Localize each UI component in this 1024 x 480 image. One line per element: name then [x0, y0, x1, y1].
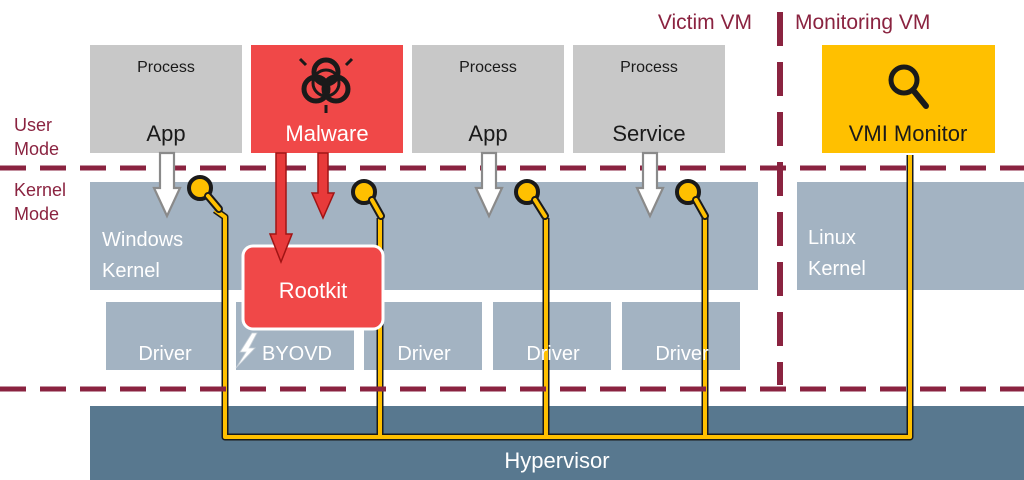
- process-label-app-1: App: [146, 121, 185, 146]
- magnifier-hook-3: [514, 179, 549, 220]
- rootkit-box: [241, 244, 385, 331]
- process-caption-service: Process: [620, 59, 678, 76]
- driver-label-5: Driver: [655, 343, 709, 365]
- process-box-service: [573, 45, 725, 153]
- driver-label-3: Driver: [397, 343, 451, 365]
- monitoring-vm-label: Monitoring VM: [795, 11, 930, 34]
- process-box-app-2: [412, 45, 564, 153]
- magnifier-hook-4: [675, 179, 709, 220]
- magnifier-hook-1: [187, 175, 223, 213]
- linux-kernel-label-line2: Kernel: [808, 258, 866, 280]
- lightning-icon: [235, 332, 258, 369]
- user-mode-label-line2: Mode: [14, 139, 59, 159]
- process-label-app-2: App: [468, 121, 507, 146]
- process-box-app-1: [90, 45, 242, 153]
- process-label-malware: Malware: [285, 121, 368, 146]
- vmi-monitor-box: [822, 45, 995, 153]
- windows-kernel-label-line2: Kernel: [102, 260, 160, 282]
- malware-arrows: [268, 152, 336, 265]
- driver-box-4: [493, 302, 611, 370]
- biohazard-icon: [298, 57, 354, 113]
- malware-arrow-to-kernel: [310, 152, 336, 220]
- syscall-arrows: [152, 151, 665, 219]
- driver-label-1: Driver: [138, 343, 192, 365]
- syscall-arrow-1: [152, 151, 182, 219]
- windows-kernel-label-line1: Windows: [102, 229, 183, 251]
- syscall-arrow-3: [635, 151, 665, 219]
- kernel-mode-label-line1: Kernel: [14, 180, 66, 200]
- magnifier-icon: [888, 64, 929, 109]
- kernel-mode-label-line2: Mode: [14, 204, 59, 224]
- rootkit-label: Rootkit: [279, 278, 347, 303]
- driver-box-5: [622, 302, 740, 370]
- syscall-arrow-2: [474, 151, 504, 219]
- linux-kernel-label-line1: Linux: [808, 227, 856, 249]
- driver-box-1: [106, 302, 224, 370]
- victim-vm-label: Victim VM: [658, 11, 752, 34]
- driver-label-4: Driver: [526, 343, 580, 365]
- process-caption-app-1: Process: [137, 59, 195, 76]
- process-caption-app-2: Process: [459, 59, 517, 76]
- vmi-monitor-label: VMI Monitor: [849, 121, 968, 146]
- process-label-service: Service: [612, 121, 685, 146]
- user-mode-label-line1: User: [14, 115, 52, 135]
- byovd-label: BYOVD: [262, 343, 332, 365]
- malware-arrow-to-rootkit: [268, 152, 294, 265]
- hypervisor-label: Hypervisor: [504, 448, 609, 473]
- hypervisor-layer: [90, 406, 1024, 480]
- magnifier-hook-2: [351, 179, 385, 220]
